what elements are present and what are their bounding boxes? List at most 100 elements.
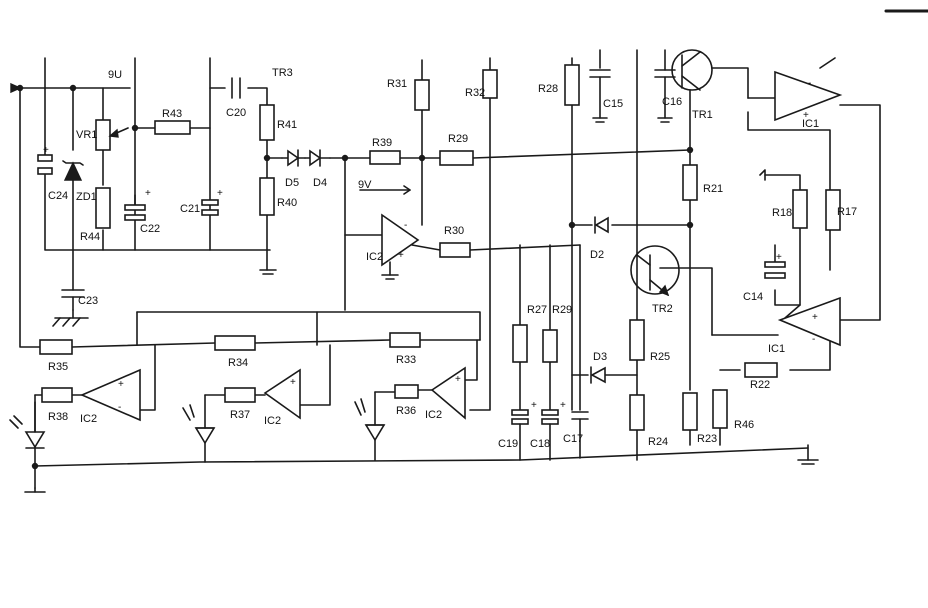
label-r31: R31	[387, 78, 407, 90]
op-amp-ic2-c: +	[430, 366, 466, 420]
svg-text:+: +	[560, 400, 566, 411]
op-amp-ic1-top: - +	[774, 70, 843, 122]
svg-text:+: +	[776, 252, 782, 263]
resistor-r28	[564, 64, 580, 106]
label-r43: R43	[162, 108, 182, 120]
label-r35: R35	[48, 361, 68, 373]
resistor-r35	[39, 339, 73, 355]
svg-text:-: -	[812, 334, 815, 345]
label-r28: R28	[538, 83, 558, 95]
label-ic2-c: IC2	[425, 409, 442, 421]
resistor-r41	[259, 104, 275, 141]
transistor-tr2	[630, 245, 680, 297]
label-9u: 9U	[108, 69, 122, 81]
label-r22: R22	[750, 379, 770, 391]
label-r33: R33	[396, 354, 416, 366]
label-r29-top: R29	[448, 133, 468, 145]
label-d4: D4	[313, 177, 327, 189]
ground-symbols	[259, 261, 819, 465]
capacitor-c17	[571, 411, 589, 459]
diodes	[62, 149, 609, 384]
op-amp-ic2-b: +	[263, 368, 301, 420]
label-r24: R24	[648, 436, 668, 448]
resistor-r22	[744, 362, 778, 378]
label-zd1: ZD1	[76, 191, 97, 203]
junction-dots	[16, 84, 694, 470]
capacitor-c16	[654, 69, 676, 123]
resistor-r36	[394, 384, 419, 399]
label-ic2-b: IC2	[264, 415, 281, 427]
diode-d4	[304, 149, 331, 167]
label-c14: C14	[743, 291, 763, 303]
label-c19: C19	[498, 438, 518, 450]
potentiometer-vr1	[95, 119, 129, 151]
capacitor-c15	[589, 69, 611, 123]
label-ic2-mid: IC2	[366, 251, 383, 263]
label-c15: C15	[603, 98, 623, 110]
resistor-r24	[629, 394, 645, 431]
svg-text:+: +	[531, 400, 537, 411]
resistor-r33	[389, 332, 421, 348]
label-r38: R38	[48, 411, 68, 423]
label-r40: R40	[277, 197, 297, 209]
resistor-r30	[439, 242, 471, 258]
capacitor-c18	[541, 409, 559, 461]
capacitor-c21	[201, 199, 219, 216]
label-r27: R27	[527, 304, 547, 316]
resistor-r31	[414, 79, 430, 111]
op-amp-ic2-a: + -	[79, 368, 141, 422]
op-amps: - + - + + - + - + +	[79, 70, 843, 422]
label-r29-mid: R29	[552, 304, 572, 316]
label-d5: D5	[285, 177, 299, 189]
resistor-r29-top	[439, 150, 474, 166]
label-ic1-right: IC1	[768, 343, 785, 355]
resistor-r44	[95, 187, 111, 229]
svg-text:+: +	[145, 188, 151, 199]
polarity-marks: + + + + + +	[43, 145, 782, 411]
supply-arrows	[10, 82, 766, 195]
resistor-r18	[792, 189, 808, 229]
label-c22: C22	[140, 223, 160, 235]
transistor-tr1	[671, 49, 713, 91]
resistor-r17	[825, 189, 841, 231]
svg-text:+: +	[43, 145, 49, 156]
led-right	[354, 391, 386, 442]
label-tr1: TR1	[692, 109, 713, 121]
resistor-r43	[154, 120, 191, 135]
resistor-r39	[369, 150, 401, 165]
diode-d3	[590, 366, 606, 384]
label-c18: C18	[530, 438, 550, 450]
label-r23: R23	[697, 433, 717, 445]
svg-text:-: -	[808, 78, 811, 89]
label-r37: R37	[230, 409, 250, 421]
svg-text:-: -	[118, 402, 121, 413]
resistor-r25	[629, 319, 645, 361]
label-r41: R41	[277, 119, 297, 131]
resistor-r23	[682, 392, 698, 431]
resistor-r34	[214, 335, 256, 351]
svg-text:+: +	[812, 312, 818, 323]
capacitors	[37, 69, 786, 461]
svg-text:+: +	[398, 250, 404, 261]
label-c24: C24	[48, 190, 68, 202]
label-c23: C23	[78, 295, 98, 307]
svg-text:+: +	[290, 377, 296, 388]
label-r17: R17	[837, 206, 857, 218]
label-c17: C17	[563, 433, 583, 445]
label-vr1: VR1	[76, 129, 97, 141]
label-c16: C16	[662, 96, 682, 108]
resistor-r32	[482, 69, 498, 99]
diode-d2	[594, 216, 609, 234]
capacitor-c14	[764, 261, 786, 279]
resistors	[39, 64, 841, 431]
label-c20: C20	[226, 107, 246, 119]
label-r21: R21	[703, 183, 723, 195]
op-amp-ic1-right: + -	[777, 296, 841, 347]
label-r25: R25	[650, 351, 670, 363]
resistor-r21	[682, 164, 698, 201]
svg-text:+: +	[455, 374, 461, 385]
label-ic2-a: IC2	[80, 413, 97, 425]
diode-d5	[281, 149, 306, 167]
